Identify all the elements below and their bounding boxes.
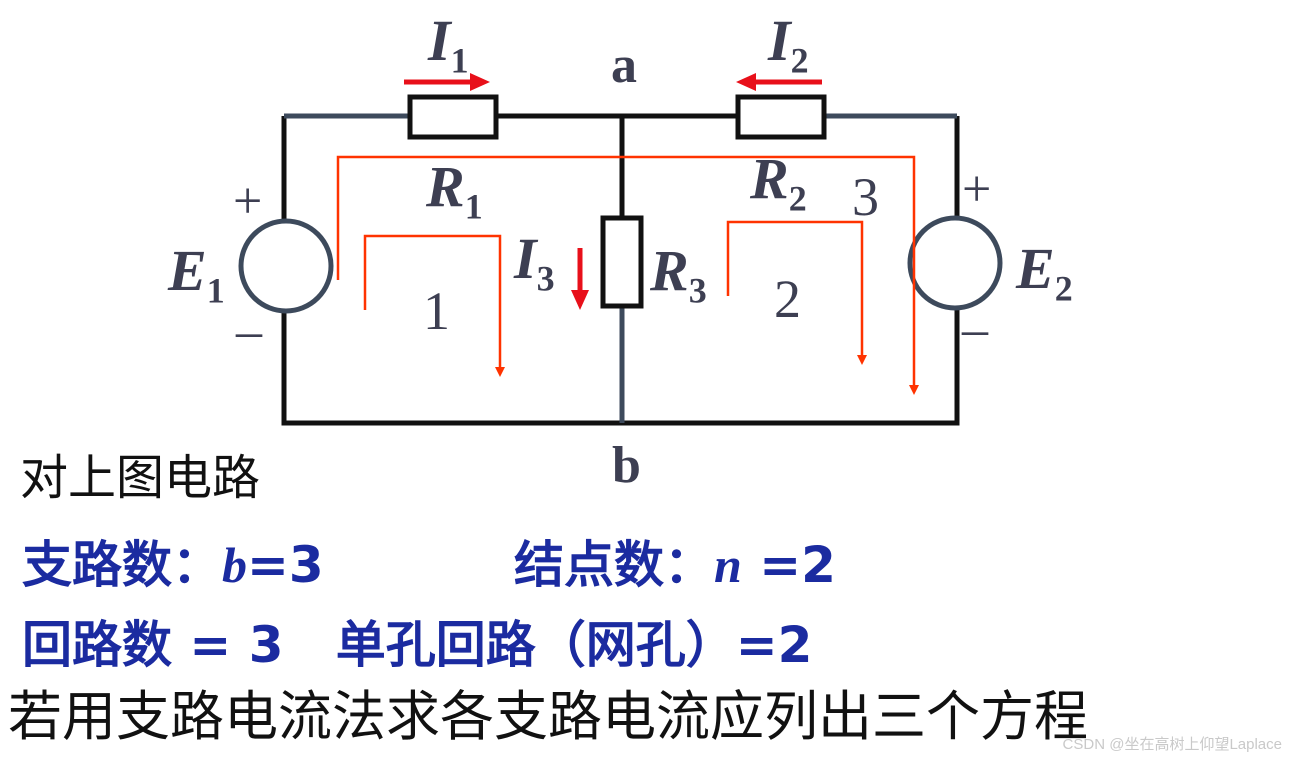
resistor-r1: [407, 94, 499, 140]
resistor-r2-label: R2: [750, 146, 807, 219]
resistor-r3: [600, 215, 644, 309]
e1-plus-sign: +: [233, 173, 263, 230]
loop-3-path: [336, 155, 919, 395]
text-line-1: 对上图电路: [20, 450, 261, 506]
branch-count-label: 支路数：: [22, 536, 222, 594]
branch-count-value: =3: [247, 536, 324, 594]
text-line-4: 若用支路电流法求各支路电流应列出三个方程: [8, 685, 1088, 748]
current-i1-label: I1: [428, 8, 469, 81]
loop-1-label: 1: [423, 281, 450, 341]
resistor-r3-label: R3: [650, 238, 707, 311]
node-count-label: 结点数：: [514, 536, 714, 594]
text-line-2: 支路数：b=3: [22, 540, 324, 590]
text-line-2b: 结点数：n =2: [514, 540, 836, 590]
node-b-label: b: [612, 437, 641, 494]
source-e2-label: E2: [1016, 236, 1073, 309]
current-i3-label: I3: [514, 226, 555, 299]
source-e1-label: E1: [168, 238, 225, 311]
loop-3-label: 3: [852, 167, 879, 227]
branch-count-var: b: [222, 537, 247, 593]
source-e1: [238, 218, 334, 314]
text-line-3: 回路数 = 3 单孔回路（网孔）=2: [22, 616, 813, 674]
e2-plus-sign: +: [962, 161, 992, 218]
loop-1-path: [363, 234, 505, 377]
resistor-r2: [735, 94, 827, 140]
node-count-var: n: [714, 537, 742, 593]
loop-2-label: 2: [774, 269, 801, 329]
e1-minus-sign: –: [236, 303, 262, 360]
source-e2: [907, 215, 1003, 311]
node-count-value: =2: [741, 536, 836, 594]
node-a-label: a: [611, 37, 637, 94]
watermark: CSDN @坐在高树上仰望Laplace: [1062, 736, 1282, 753]
loop-2-path: [726, 220, 867, 365]
e2-minus-sign: –: [962, 301, 988, 358]
current-i2-label: I2: [768, 8, 809, 81]
resistor-r1-label: R1: [426, 154, 483, 227]
